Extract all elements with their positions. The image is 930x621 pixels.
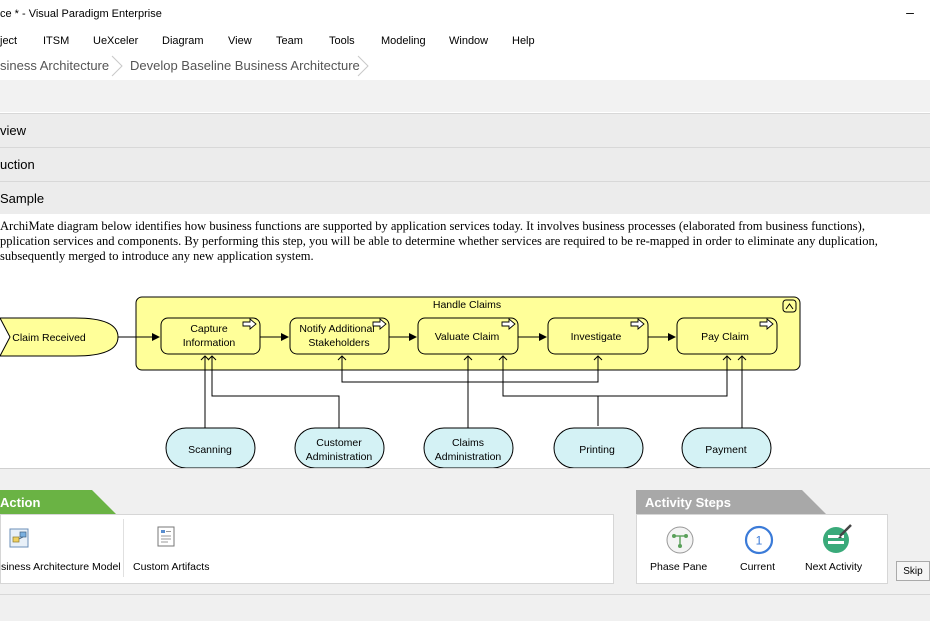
skip-button[interactable]: Skip [896,561,930,581]
claims-admin-label-2: Administration [435,451,502,463]
title-bar: ce * - Visual Paradigm Enterprise – [0,0,930,30]
serving-relations [200,355,747,428]
section-instruction-label: uction [0,157,35,172]
notify-label-2: Stakeholders [308,337,369,349]
section-sample[interactable]: Sample [0,181,930,215]
menu-view[interactable]: View [228,35,252,47]
pay-claim-label: Pay Claim [701,331,749,343]
action-toolbox: siness Architecture Model Custom Artifac… [0,514,614,584]
menu-tools[interactable]: Tools [329,35,355,47]
custom-artifacts-label[interactable]: Custom Artifacts [133,561,210,573]
section-overview-label: view [0,123,27,138]
claims-admin-label-1: Claims [452,437,484,449]
breadcrumb-chevron-icon [357,55,369,77]
breadcrumb-item-develop-baseline[interactable]: Develop Baseline Business Architecture [130,58,360,73]
activity-steps-box: Phase Pane 1 Current Next Activity [636,514,888,584]
menu-project[interactable]: ject [0,35,18,47]
archimate-diagram: Handle Claims Claim Received Capture Inf… [0,296,801,468]
breadcrumb-chevron-icon [111,55,123,77]
menu-team[interactable]: Team [276,35,303,47]
current-label[interactable]: Current [740,561,776,573]
customer-admin-label-1: Customer [316,437,362,449]
collapse-icon[interactable] [782,299,797,313]
section-instruction[interactable]: uction [0,147,930,181]
capture-label-2: Information [183,337,236,349]
next-activity-label[interactable]: Next Activity [805,561,863,573]
description-line-1: ArchiMate diagram below identifies how b… [0,219,865,233]
section-overview[interactable]: view [0,113,930,147]
menu-itsm[interactable]: ITSM [43,35,70,47]
menu-modeling[interactable]: Modeling [381,35,426,47]
notify-label-1: Notify Additional [299,323,374,335]
printing-label: Printing [579,444,615,456]
activity-steps-tab-label: Activity Steps [645,495,731,510]
valuate-label: Valuate Claim [435,331,500,343]
activity-steps-tab [636,490,826,514]
action-tab [0,490,116,514]
breadcrumb: siness Architecture Develop Baseline Bus… [0,52,930,81]
custom-artifacts-icon[interactable] [155,525,179,549]
phase-pane-icon[interactable] [665,525,695,555]
service-claims-administration[interactable]: Claims Administration [423,427,514,468]
customer-admin-label-2: Administration [306,451,373,463]
window-title: ce * - Visual Paradigm Enterprise [0,8,162,20]
menu-bar: ject ITSM UeXceler Diagram View Team Too… [0,30,930,52]
process-arrow-icon [759,318,774,330]
toolbar-area [0,80,930,112]
investigate-label: Investigate [571,331,622,343]
status-bar-divider [0,594,930,595]
claim-received-event[interactable] [0,317,119,357]
sample-content: ArchiMate diagram below identifies how b… [0,214,930,468]
scanning-label: Scanning [188,444,232,456]
claim-received-label: Claim Received [12,332,86,344]
section-sample-label: Sample [0,191,45,206]
menu-help[interactable]: Help [512,35,535,47]
phase-pane-label[interactable]: Phase Pane [650,561,708,573]
current-step-number: 1 [756,534,763,548]
current-step-icon[interactable]: 1 [744,525,774,555]
menu-uexceler[interactable]: UeXceler [93,35,139,47]
service-customer-administration[interactable]: Customer Administration [294,427,385,468]
service-payment[interactable]: Payment [681,427,772,468]
process-notify-stakeholders[interactable]: Notify Additional Stakeholders [289,317,390,355]
capture-label-1: Capture [190,323,228,335]
process-investigate[interactable]: Investigate [547,317,649,355]
description-line-2: pplication services and components. By p… [0,234,878,248]
breadcrumb-item-business-architecture[interactable]: siness Architecture [0,58,110,73]
group-title: Handle Claims [433,299,501,311]
description-line-3: subsequently merged to introduce any new… [0,249,314,263]
service-printing[interactable]: Printing [553,427,644,468]
process-capture-information[interactable]: Capture Information [160,317,261,355]
menu-window[interactable]: Window [449,35,489,47]
process-arrow-icon [501,318,516,330]
service-scanning[interactable]: Scanning [165,427,256,468]
next-activity-icon[interactable] [821,523,855,555]
action-tab-label: Action [0,495,41,510]
minimize-icon[interactable]: – [906,4,914,20]
business-architecture-model-icon[interactable] [8,527,32,551]
process-arrow-icon [242,318,257,330]
process-arrow-icon [372,318,387,330]
process-valuate-claim[interactable]: Valuate Claim [417,317,519,355]
business-architecture-model-label[interactable]: siness Architecture Model [1,561,121,573]
menu-diagram[interactable]: Diagram [162,35,204,47]
process-pay-claim[interactable]: Pay Claim [676,317,778,355]
payment-label: Payment [705,444,747,456]
toolbox-divider [123,519,124,577]
process-arrow-icon [630,318,645,330]
